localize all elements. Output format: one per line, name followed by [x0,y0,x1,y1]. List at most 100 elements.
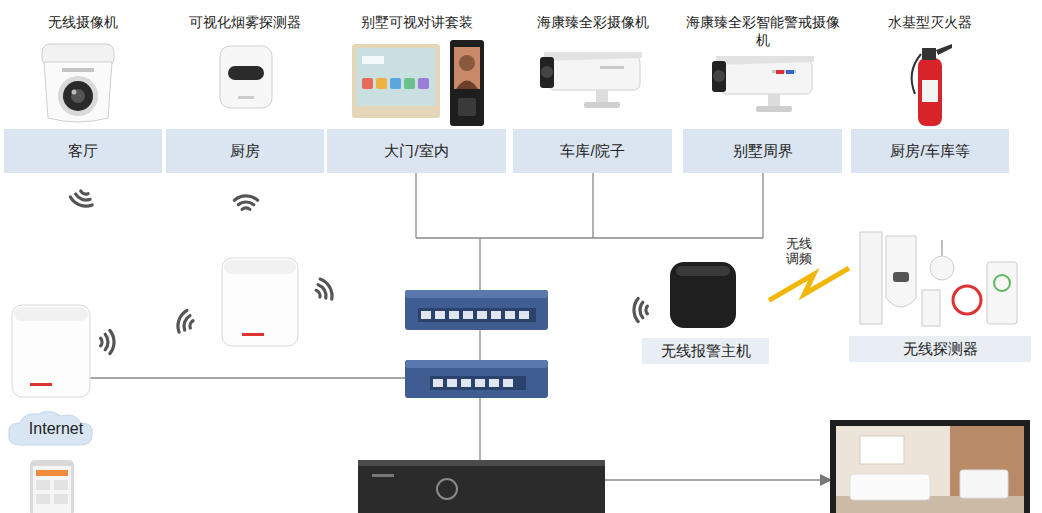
location-band: 别墅周界 [683,129,842,173]
wireless-detectors [930,256,954,280]
device-title: 水基型灭火器 [853,13,1007,31]
network-switch [505,311,515,319]
network-wires [416,173,763,290]
network-wires [479,330,480,360]
wireless-link [769,268,849,300]
mesh-router [12,305,90,397]
wireless-detectors [886,236,916,307]
tv-screen [830,420,1030,513]
network-switch [433,379,443,387]
intercom-set [418,78,429,89]
mesh-router [222,258,298,346]
nvr-recorder [437,479,457,499]
network-wires [479,398,480,460]
device-card: 别墅可视对讲套装大门/室内 [327,5,506,173]
smart-alert-camera [786,70,794,74]
intercom-set [459,55,475,71]
mesh-router [222,258,298,346]
internet-cloud: Internet [6,410,106,448]
alarm-host [670,262,736,328]
wireless-camera [58,76,98,116]
location-band: 客厅 [4,129,162,173]
network-switch [503,379,513,387]
nvr-recorder [358,460,605,513]
fire-extinguisher [922,48,936,60]
wireless-camera [71,89,85,103]
device-card: 水基型灭火器厨房/车库等 [851,5,1009,173]
wireless-detectors [860,232,1017,326]
network-switch [463,311,473,319]
device-card: 无线摄像机客厅 [4,5,162,173]
mesh-router [14,307,88,321]
network-switch [405,360,548,398]
network-switch [421,311,529,319]
intercom-set [458,98,476,116]
intercom-set [356,48,436,106]
fire-extinguisher [912,44,952,126]
wireless-detectors [860,232,882,324]
wireless-detectors [922,290,940,326]
network-switch [421,311,431,319]
network-switch [430,376,526,390]
intercom-set [362,78,373,89]
network-switch [461,379,471,387]
smartphone [36,494,50,504]
smart-alert-camera [712,56,814,112]
mesh-router [242,333,264,336]
wireless-signal [634,298,647,321]
intercom-set [352,44,440,118]
location-band: 厨房/车库等 [851,129,1009,173]
network-wires [90,173,822,480]
wireless-camera [42,44,114,122]
network-switch [405,290,548,330]
smartphone [54,480,68,490]
network-switch [475,379,485,387]
wireless-signal [175,309,196,335]
device-label: 无线报警主机 [642,338,769,364]
intercom-set [456,81,478,90]
network-switch [405,290,548,330]
device-card: 海康臻全彩摄像机车库/院子 [513,5,672,173]
network-switch [519,311,529,319]
mesh-router [30,383,52,386]
device-title: 海康臻全彩摄像机 [515,13,670,31]
smartphone [36,480,50,490]
wireless-signal [312,277,335,304]
smartphone [30,460,74,513]
network-switch [433,379,513,387]
smart-alert-camera [776,70,784,74]
full-color-camera [540,52,642,108]
network-switch [405,360,548,368]
location-band: 车库/院子 [513,129,672,173]
intercom-set [362,56,384,64]
tv-screen [960,470,1008,498]
wireless-signal [69,188,647,353]
device-title: 海康臻全彩智能警戒摄像机 [685,13,840,49]
network-switch [405,360,548,398]
mesh-router [12,305,90,397]
intercom-set [454,47,480,89]
intercom-set [404,78,415,89]
device-title: 无线摄像机 [6,13,160,31]
mesh-router [224,260,296,274]
smoke-detector [238,96,254,99]
intercom-set [352,40,484,126]
alarm-host-node: 无线报警主机 [642,258,769,364]
smartphone [33,466,71,513]
smoke-detector [220,46,272,108]
cloud-label: Internet [6,410,106,448]
fire-extinguisher [912,54,921,94]
tv-screen [836,426,1024,513]
wireless-camera [44,62,112,122]
nvr-recorder [372,474,394,477]
device-card: 可视化烟雾探测器厨房 [166,5,324,173]
wireless-signal [234,196,257,209]
smart-alert-camera [712,56,814,112]
alarm-host [676,266,730,276]
alarm-host [670,262,736,328]
wireless-detectors [994,275,1010,291]
wireless-signal [69,188,95,209]
network-switch [489,379,499,387]
